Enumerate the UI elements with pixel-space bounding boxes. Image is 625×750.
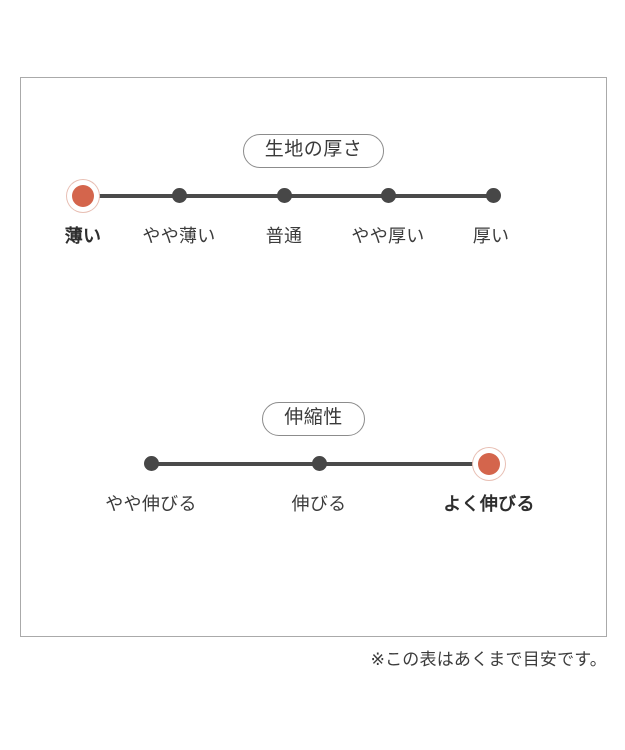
scale-group-stretch: 伸縮性 やや伸びる 伸びる よく伸びる xyxy=(21,402,606,522)
stretch-label-yaya-nobiru: やや伸びる xyxy=(105,494,197,514)
thickness-label-usui: 薄い xyxy=(64,226,102,246)
thickness-title-pill: 生地の厚さ xyxy=(242,134,385,168)
scale-group-thickness: 生地の厚さ 薄い やや薄い 普通 やや厚い 厚い xyxy=(21,134,606,254)
thickness-label-yaya-atsui: やや厚い xyxy=(351,226,425,246)
stretch-pill-row: 伸縮性 xyxy=(21,402,606,436)
stretch-dot-yaya-nobiru[interactable] xyxy=(143,456,159,471)
thickness-dot-yaya-usui[interactable] xyxy=(171,188,187,203)
footnote-disclaimer: ※この表はあくまで目安です。 xyxy=(370,650,607,669)
thickness-label-futsuu: 普通 xyxy=(265,226,303,246)
stretch-labels: やや伸びる 伸びる よく伸びる xyxy=(21,492,606,522)
spec-panel: 生地の厚さ 薄い やや薄い 普通 やや厚い 厚い 伸縮性 xyxy=(20,77,607,637)
thickness-dot-usui[interactable] xyxy=(72,185,94,207)
stretch-dot-yoku-nobiru[interactable] xyxy=(478,453,500,475)
thickness-track xyxy=(21,168,606,224)
thickness-label-atsui: 厚い xyxy=(472,226,510,246)
thickness-labels: 薄い やや薄い 普通 やや厚い 厚い xyxy=(21,224,606,254)
thickness-dot-futsuu[interactable] xyxy=(276,188,292,203)
thickness-dot-atsui[interactable] xyxy=(485,188,501,203)
thickness-pill-row: 生地の厚さ xyxy=(21,134,606,168)
stretch-track xyxy=(21,436,606,492)
thickness-dot-yaya-atsui[interactable] xyxy=(380,188,396,203)
stretch-title-pill: 伸縮性 xyxy=(262,402,365,436)
thickness-label-yaya-usui: やや薄い xyxy=(142,226,216,246)
stretch-label-nobiru: 伸びる xyxy=(291,494,347,514)
stretch-label-yoku-nobiru: よく伸びる xyxy=(443,494,535,514)
stretch-dot-nobiru[interactable] xyxy=(311,456,327,471)
